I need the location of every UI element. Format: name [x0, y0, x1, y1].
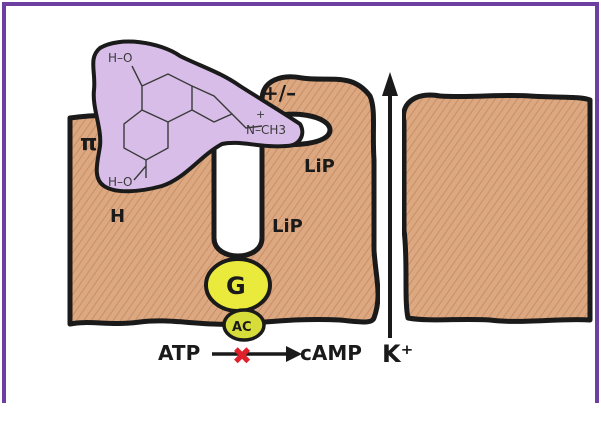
hydroxyl-top: H–O — [108, 51, 132, 65]
h-bond-label: H — [110, 206, 125, 227]
pi-label: π — [80, 131, 97, 156]
g-protein-label: G — [226, 272, 246, 300]
inhibition-mark: ✖ — [232, 342, 252, 370]
amine-charge: + — [256, 108, 265, 121]
frame-edge-bottom — [0, 403, 601, 423]
hydroxyl-bottom: H–O — [108, 175, 132, 189]
atp-label: ATP — [158, 341, 200, 365]
lip-label-lower: LiP — [272, 216, 303, 237]
potassium-label: K⁺ — [382, 340, 413, 368]
charge-label: +/– — [262, 81, 296, 105]
membrane-right — [403, 95, 590, 321]
ac-label: AC — [232, 320, 252, 335]
lip-label-upper: LiP — [304, 156, 335, 177]
amine-label: N–CH3 — [246, 123, 286, 137]
camp-label: cAMP — [300, 341, 362, 365]
